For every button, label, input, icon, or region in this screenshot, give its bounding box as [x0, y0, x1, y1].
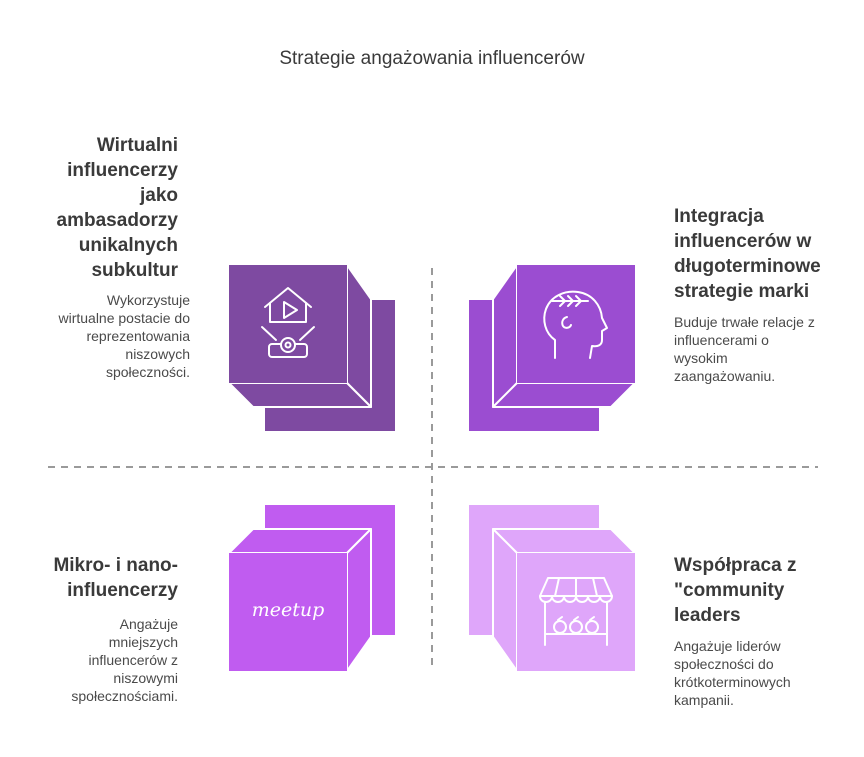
- block-bottom-right: [469, 505, 636, 672]
- market-stall-icon: [539, 577, 613, 646]
- virtual-influencer-icon: [261, 287, 315, 358]
- heading-virtual-influencers: Wirtualni influencerzy jako ambasadorzy …: [56, 135, 178, 281]
- block-top-right: [469, 264, 636, 431]
- description-long-term-integration: Buduje trwałe relacje z influencerami o …: [674, 314, 815, 384]
- meetup-icon: meetup: [252, 599, 325, 621]
- block-bottom-left: meetup: [228, 505, 395, 672]
- description-virtual-influencers: Wykorzystuje wirtualne postacie do repre…: [58, 292, 190, 380]
- diagram-title: Strategie angażowania influencerów: [279, 48, 585, 69]
- heading-micro-nano-influencers: Mikro- i nano-influencerzy: [53, 555, 178, 601]
- description-micro-nano-influencers: Angażuje mniejszych influencerów z niszo…: [71, 616, 178, 704]
- heading-community-leaders: Współpraca z "community leaders: [674, 555, 797, 626]
- heading-long-term-integration: Integracja influencerów w długoterminowe…: [674, 206, 821, 302]
- block-top-left: [228, 264, 395, 431]
- description-community-leaders: Angażuje liderów społeczności do krótkot…: [674, 638, 791, 708]
- head-profile-icon: [543, 290, 608, 359]
